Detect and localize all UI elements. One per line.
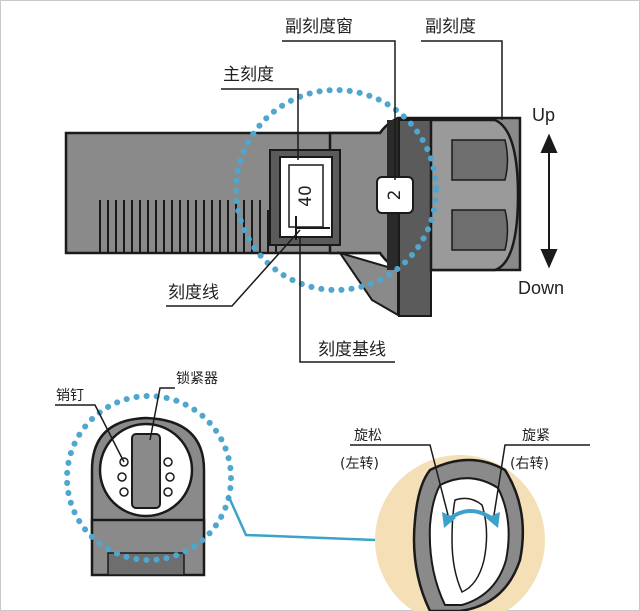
leader-lines-bottom-left — [55, 387, 175, 463]
vernier-window-label: 副刻度窗 — [285, 17, 353, 37]
loosen-direction-label: (左转) — [340, 456, 379, 472]
up-label: Up — [532, 105, 555, 125]
pin-holes — [117, 457, 175, 497]
tighten-label: 旋紧 — [522, 428, 550, 444]
pin-label: 销钉 — [56, 388, 84, 404]
vernier-scale-value: 2 — [385, 190, 405, 201]
magnifier-circle-top — [233, 87, 439, 293]
main-scale-label: 主刻度 — [223, 65, 274, 85]
magnifier-circle-bottom — [64, 393, 234, 563]
down-label: Down — [518, 278, 564, 298]
up-down-arrow — [540, 133, 558, 269]
loosen-label: 旋松 — [354, 428, 382, 444]
wrench-handle — [64, 116, 522, 317]
knob-ridges — [451, 139, 509, 251]
rotate-detail — [375, 455, 545, 611]
connector-line — [226, 494, 376, 542]
leader-lines-bottom-right — [350, 444, 590, 516]
leader-lines-top — [166, 40, 503, 363]
main-scale-value: 40 — [296, 185, 316, 207]
lock-label: 锁紧器 — [176, 371, 218, 387]
vernier-scale-label: 副刻度 — [425, 17, 476, 37]
tighten-direction-label: (右转) — [510, 456, 549, 472]
scale-line-label: 刻度线 — [168, 283, 219, 303]
reference-line-label: 刻度基线 — [318, 340, 386, 360]
